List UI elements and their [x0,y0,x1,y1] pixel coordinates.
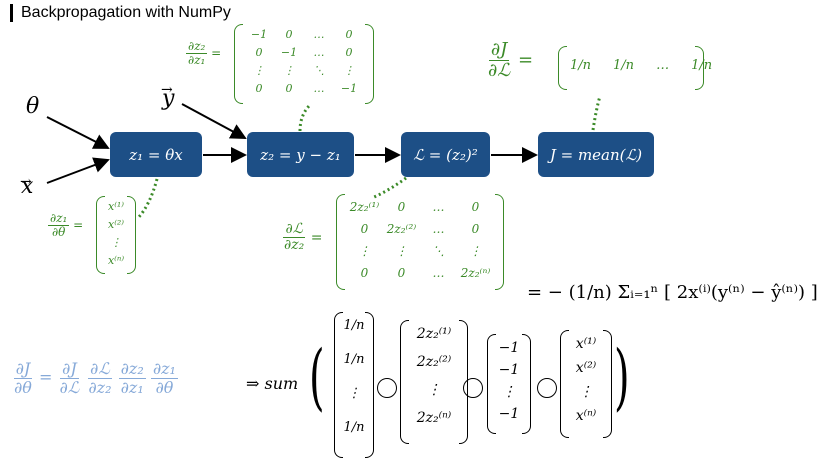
dz1-dtheta-entry: x⁽²⁾ [107,218,125,231]
vector-arrow-y: → [161,82,173,98]
dL-dz2-cell: 0 [397,266,406,280]
leader-dLdz2 [371,176,407,200]
dz1-dtheta-entry: x⁽ⁿ⁾ [107,254,125,267]
leader-dJdL [591,95,602,131]
chain-rule: ∂J∂θ = ∂J∂ℒ ∂ℒ∂z₂ ∂z₂∂z₁ ∂z₁∂θ [13,359,178,397]
dz1-dtheta-entry: ⋮ [110,236,122,249]
page-title: Backpropagation with NumPy [10,4,231,22]
vector-b-entry: 2z₂⁽¹⁾ [416,326,452,342]
vector-a-entry: 1/n [343,420,365,435]
dz2-dz1-cell: 0 [285,82,293,95]
dJ-dL-entry: 1/n [613,58,635,73]
label-dJ-dL: ∂J∂ℒ = [488,39,534,81]
node-L[interactable]: ℒ = (z₂)² [401,132,490,177]
vector-c: −1 −1 ⋮ −1 [487,334,531,434]
vector-c-entry: −1 [498,362,520,378]
dz2-dz1-cell: ⋮ [253,64,265,77]
hadamard-op-3 [537,378,557,398]
dL-dz2-cell: 0 [471,222,480,236]
vector-a-entry: ⋮ [347,386,361,401]
dJ-dL-entry: … [656,58,670,73]
dz2-dz1-cell: 0 [345,46,353,59]
dL-dz2-cell: 2z₂⁽¹⁾ [349,200,380,214]
dz2-dz1-cell: 0 [285,28,293,41]
vector-c-entry: ⋮ [502,384,516,400]
vector-b-entry: 2z₂⁽ⁿ⁾ [416,410,452,426]
dL-dz2-cell: 2z₂⁽²⁾ [386,222,417,236]
vector-c-entry: −1 [498,340,520,356]
dL-dz2-cell: ⋱ [432,244,445,258]
dz2-dz1-cell: … [313,28,325,41]
dL-dz2-cell: … [432,266,445,280]
result-formula: = − (1/n) Σᵢ₌₁ⁿ [ 2x⁽ⁱ⁾(y⁽ⁿ⁾ − ŷ⁽ⁿ⁾) ] [527,282,818,303]
dL-dz2-cell: 2z₂⁽ⁿ⁾ [460,266,491,280]
vector-d-entry: x⁽ⁿ⁾ [575,408,597,424]
dJ-dL-entry: 1/n [570,58,592,73]
dz2-dz1-cell: … [313,82,325,95]
input-x: x [21,174,34,199]
vector-dJ-dL: 1/n 1/n … 1/n [558,46,712,90]
dz2-dz1-cell: … [313,46,325,59]
vector-b-entry: 2z₂⁽²⁾ [416,354,452,370]
leader-dz2dz1 [298,103,312,132]
vector-a-entry: 1/n [343,352,365,367]
node-z2[interactable]: z₂ = y − z₁ [247,132,354,177]
dz2-dz1-cell: −1 [250,28,268,41]
hadamard-op-2 [463,378,483,398]
dL-dz2-cell: ⋮ [469,244,482,258]
dL-dz2-cell: 0 [360,266,369,280]
sum-label: ⇒ sum [246,374,299,393]
edge-theta-z1 [46,116,110,149]
vector-b: 2z₂⁽¹⁾ 2z₂⁽²⁾ ⋮ 2z₂⁽ⁿ⁾ [400,320,468,444]
label-dz2-dz1: ∂z₂∂z₁ = [186,39,222,68]
hadamard-op-1 [377,378,397,398]
vector-d-entry: ⋮ [579,384,593,400]
dL-dz2-cell: … [432,200,445,214]
dL-dz2-cell: 0 [471,200,480,214]
vector-dz1-dtheta: x⁽¹⁾ x⁽²⁾ ⋮ x⁽ⁿ⁾ [96,196,136,274]
dz2-dz1-cell: ⋱ [313,64,325,77]
dz2-dz1-cell: −1 [340,82,358,95]
input-y: y [162,86,175,111]
dz2-dz1-cell: 0 [345,28,353,41]
vector-b-entry: ⋮ [427,382,441,398]
vector-c-entry: −1 [498,406,520,422]
vector-d-entry: x⁽¹⁾ [575,336,597,352]
vector-a: 1/n 1/n ⋮ 1/n [334,312,374,458]
dL-dz2-cell: 0 [397,200,406,214]
dL-dz2-cell: ⋮ [358,244,371,258]
dJ-dL-entry: 1/n [691,58,713,73]
paren-left: ( [309,336,325,420]
input-theta: θ [26,94,40,119]
node-J[interactable]: J = mean(ℒ) [538,132,654,177]
dz2-dz1-cell: 0 [255,46,263,59]
vector-d-entry: x⁽²⁾ [575,360,597,376]
dz1-dtheta-entry: x⁽¹⁾ [107,200,125,213]
leader-dz1dtheta [136,178,159,220]
edge-y-z2 [181,103,247,139]
node-z1[interactable]: z₁ = θx [110,132,202,177]
paren-right: ) [614,336,630,420]
dL-dz2-cell: 0 [360,222,369,236]
dL-dz2-cell: ⋮ [395,244,408,258]
vector-a-entry: 1/n [343,318,365,333]
graph-edges [46,95,602,220]
dz2-dz1-cell: ⋮ [283,64,295,77]
label-dz1-dtheta: ∂z₁∂θ = [48,211,84,240]
dz2-dz1-cell: −1 [280,46,298,59]
dz2-dz1-cell: ⋮ [343,64,355,77]
matrix-dz2-dz1: −1 0 … 0 0 −1 … 0 ⋮ ⋮ ⋱ ⋮ 0 0 … −1 [234,24,374,104]
matrix-dL-dz2: 2z₂⁽¹⁾ 0 … 0 0 2z₂⁽²⁾ … 0 ⋮ ⋮ ⋱ ⋮ 0 0 … 2z₂⁽ⁿ⁾ [336,194,504,290]
dz2-dz1-cell: 0 [255,82,263,95]
vector-arrow-x: → [20,174,32,190]
label-dL-dz2: ∂ℒ∂z₂ = [283,221,323,254]
edge-x-z1 [46,157,110,184]
dL-dz2-cell: … [432,222,445,236]
vector-d: x⁽¹⁾ x⁽²⁾ ⋮ x⁽ⁿ⁾ [560,330,612,438]
